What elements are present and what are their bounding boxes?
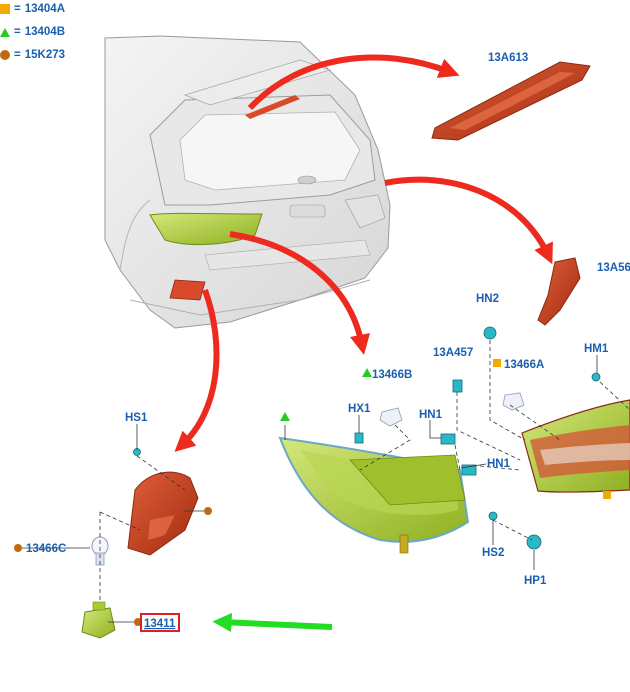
legend-row-1: = 13404A: [0, 1, 65, 17]
legend-square-icon: [0, 4, 10, 14]
reverse-lamp-part: [127, 471, 199, 556]
push-pin-hp1: [526, 534, 542, 550]
label-13466C: 13466C: [26, 543, 66, 555]
bulb-13466A-part: [502, 392, 525, 411]
clip-13A457: [452, 379, 463, 393]
legend-row-3: = 15K273: [0, 47, 65, 63]
legend-code: 15K273: [24, 49, 66, 61]
legend-row-2: = 13404B: [0, 24, 65, 40]
red-arrow-to-tail-lamp: [229, 231, 370, 356]
clip-hn1-b: [461, 464, 477, 476]
label-13466B: 13466B: [372, 369, 412, 381]
label-hx1: HX1: [348, 403, 371, 415]
legend-code: 13404A: [24, 3, 66, 15]
rear-lamp-right-assembly: [521, 399, 630, 493]
triangle-marker-icon: [280, 412, 290, 421]
legend-triangle-icon: [0, 27, 10, 37]
label-13A613: 13A613: [488, 52, 528, 64]
legend-equals: =: [14, 26, 21, 38]
vehicle-rear-illustration: [104, 35, 391, 329]
solid-leader-lines: [22, 355, 598, 623]
screw-hs2: [488, 511, 498, 521]
side-reflector-part: [537, 257, 581, 326]
legend-circle-icon: [0, 50, 10, 60]
circle-marker-icon: [14, 544, 22, 552]
label-hs2: HS2: [482, 547, 504, 559]
label-hm1: HM1: [584, 343, 609, 355]
label-hn1-upper: HN1: [419, 409, 443, 421]
legend-equals: =: [14, 49, 21, 61]
red-arrow-to-high-mount: [247, 54, 460, 111]
label-13411[interactable]: 13411: [144, 618, 176, 630]
label-13A56: 13A56: [597, 262, 630, 274]
square-marker-icon: [493, 359, 501, 367]
legend-equals: =: [14, 3, 21, 15]
red-arrow-to-reverse-lamp: [174, 288, 220, 452]
legend-code: 13404B: [24, 26, 66, 38]
highlight-box-13411: [140, 613, 180, 632]
label-hn1-lower: HN1: [487, 458, 511, 470]
square-marker-icon: [603, 491, 611, 499]
clip-hn2: [483, 326, 497, 340]
tail-lamp-assembly: [278, 436, 470, 554]
leader-lines: [99, 340, 630, 600]
circle-marker-icon: [204, 507, 212, 515]
clip-hn1-a: [440, 433, 456, 445]
label-hs1: HS1: [125, 412, 148, 424]
green-arrow-to-13411: [212, 612, 333, 633]
triangle-marker-icon: [362, 368, 372, 377]
socket-13411-part: [81, 601, 116, 639]
bulb-13466B-part: [379, 407, 403, 427]
clip-hx1: [354, 432, 364, 444]
red-arrow-to-side-reflector: [384, 176, 553, 265]
label-13466A: 13466A: [504, 359, 544, 371]
label-13A457: 13A457: [433, 347, 473, 359]
label-hn2: HN2: [476, 293, 499, 305]
label-hp1: HP1: [524, 575, 547, 587]
clip-hm1: [591, 372, 601, 382]
